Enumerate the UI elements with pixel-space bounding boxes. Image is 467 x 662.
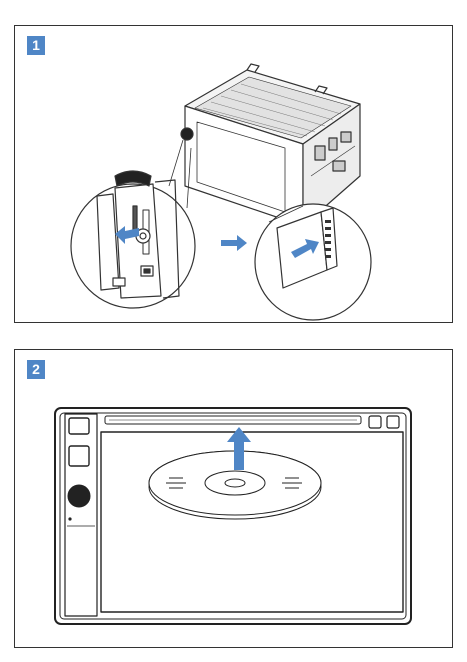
home-button	[68, 445, 90, 467]
top-button	[68, 417, 90, 435]
disc	[148, 450, 322, 520]
arrow-right-icon	[221, 235, 247, 251]
right-button-1	[368, 415, 382, 429]
step-number-badge: 2	[27, 360, 45, 379]
card-insert-arrow-icon	[291, 239, 319, 258]
head-unit-body	[180, 63, 361, 227]
card-removal-illustration	[70, 63, 372, 321]
right-button-2	[386, 415, 400, 429]
sd-slot-closeup	[70, 139, 196, 309]
control-column	[64, 413, 98, 617]
step-2-panel: 2	[14, 349, 453, 648]
arrow-left-icon	[115, 226, 139, 244]
disc-slot	[104, 415, 362, 425]
sd-card-closeup	[254, 203, 372, 321]
disc-insertion-illustration	[54, 407, 412, 625]
step-number-badge: 1	[27, 36, 45, 55]
arrow-up-icon	[227, 427, 251, 470]
step-1-panel: 1	[14, 25, 453, 323]
volume-knob	[67, 484, 91, 508]
screen	[100, 431, 404, 613]
